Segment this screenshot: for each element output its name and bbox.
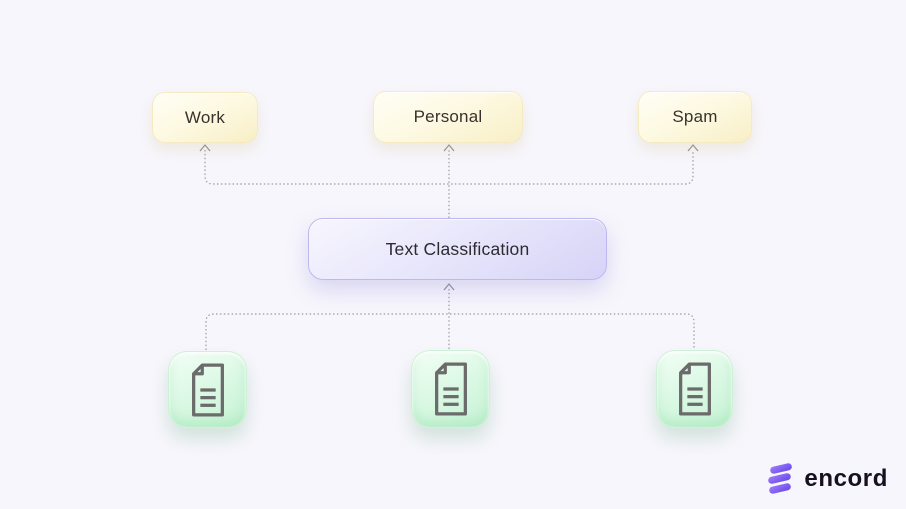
document-tile: [656, 350, 733, 428]
category-node-personal: Personal: [373, 91, 523, 143]
encord-logo-icon: [768, 463, 793, 494]
category-node-work: Work: [152, 92, 258, 143]
document-icon: [678, 362, 711, 416]
classifier-node: Text Classification: [308, 218, 607, 280]
document-icon: [434, 362, 467, 416]
classifier-label: Text Classification: [385, 238, 530, 259]
category-node-spam: Spam: [638, 91, 752, 143]
encord-logo: encord: [764, 462, 888, 496]
category-label: Work: [184, 107, 226, 127]
encord-logo-text: encord: [804, 465, 888, 492]
category-label: Personal: [413, 107, 483, 126]
document-tile: [168, 351, 247, 428]
document-tile: [411, 350, 490, 428]
category-label: Spam: [672, 107, 718, 126]
document-icon: [191, 363, 224, 416]
